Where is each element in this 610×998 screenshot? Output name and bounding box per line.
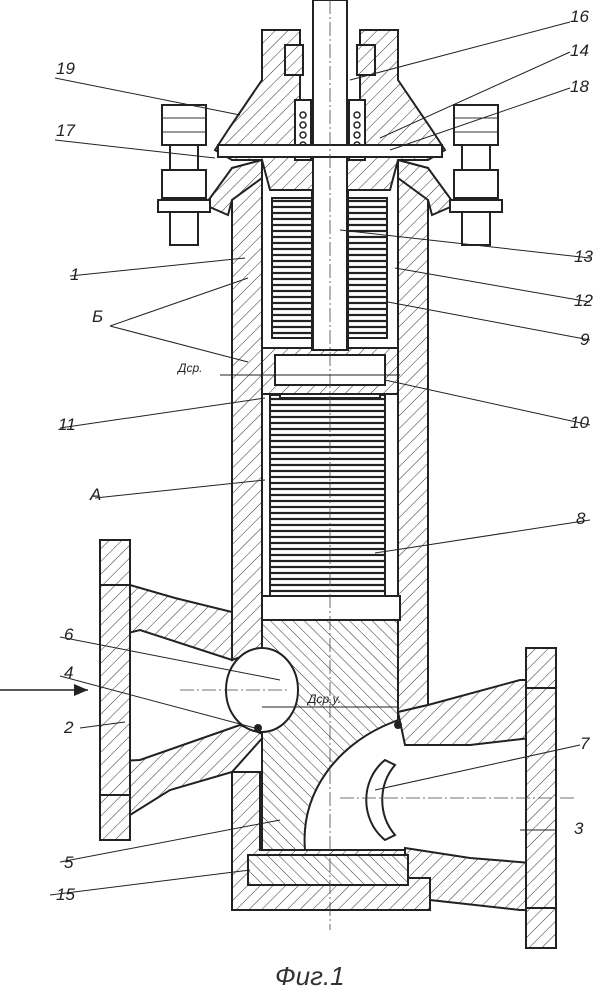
- lower-bellows: [261, 381, 401, 621]
- callout-6: 6: [64, 625, 74, 644]
- callout-3: 3: [574, 819, 584, 838]
- callout-11: 11: [58, 415, 76, 434]
- callout-2: 2: [63, 718, 74, 737]
- callout-labels: 19 17 1 Б Дср. 11 A 6 4 2 5 15 16 14 18 …: [56, 7, 593, 904]
- center-axes: [180, 0, 575, 930]
- callout-9: 9: [580, 330, 590, 349]
- callout-14: 14: [570, 41, 589, 60]
- right-bolt: [449, 104, 503, 246]
- callout-17: 17: [56, 121, 75, 140]
- callout-1: 1: [70, 265, 79, 284]
- figure-caption: Фиг.1: [275, 961, 345, 991]
- callout-13: 13: [574, 247, 593, 266]
- inlet-seat: [225, 647, 299, 733]
- callout-12: 12: [574, 291, 593, 310]
- callout-18: 18: [570, 77, 589, 96]
- callout-16: 16: [570, 7, 589, 26]
- callout-4: 4: [64, 663, 73, 682]
- flow-arrow-icon: [0, 684, 88, 696]
- outlet-seat: [365, 721, 402, 842]
- callout-7: 7: [580, 734, 590, 753]
- callout-B: Б: [92, 307, 103, 326]
- callout-dsr: Дср.: [176, 361, 202, 375]
- callout-dsru: Дср.у.: [306, 692, 341, 706]
- callout-8: 8: [576, 509, 586, 528]
- leader-lines: [49, 21, 591, 896]
- callout-15: 15: [56, 885, 75, 904]
- callout-5: 5: [64, 853, 74, 872]
- left-bolt: [157, 104, 211, 246]
- callout-19: 19: [56, 59, 75, 78]
- callout-A: A: [89, 485, 101, 504]
- callout-10: 10: [570, 413, 589, 432]
